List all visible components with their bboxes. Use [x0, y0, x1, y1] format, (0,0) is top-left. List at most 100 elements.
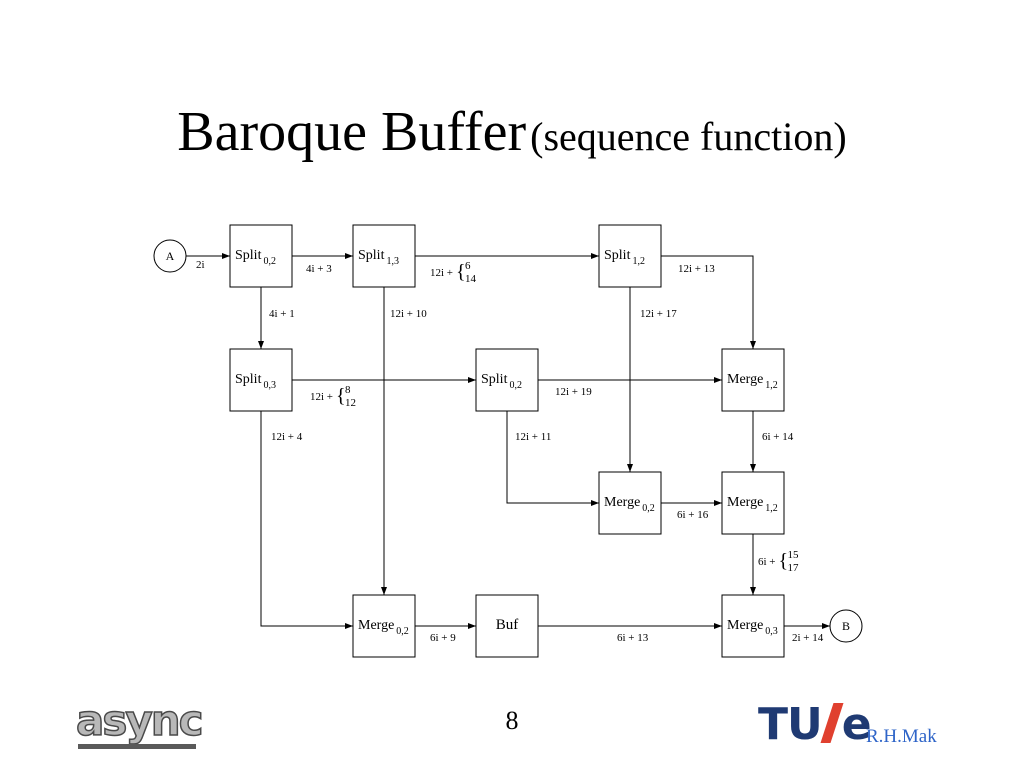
terminal-circle [153, 239, 187, 273]
node-box [352, 224, 416, 288]
node-subscript: 0,2 [509, 380, 522, 391]
slide-title-main: Baroque Buffer [177, 101, 527, 163]
edge-label-text: 12i + 13 [678, 263, 715, 275]
edge-label-text: 4i + 1 [269, 308, 295, 320]
author-name: R.H.Mak [866, 726, 937, 747]
edge-label-text: 2i + 14 [792, 632, 824, 644]
edge-label: 12i + 4 [271, 431, 303, 443]
node-name: Split [604, 248, 631, 263]
edge-label-option: 6 [465, 260, 471, 272]
edge-label-text: 12i + 10 [390, 308, 427, 320]
edge-label: 12i + 17 [640, 308, 677, 320]
edge-label-option: 15 [788, 549, 800, 561]
async-logo: async [75, 697, 204, 750]
edge-label-brace: { [779, 550, 789, 572]
node-name: Split [235, 248, 262, 263]
edge-label: 2i [196, 259, 205, 271]
page-number: 8 [505, 706, 519, 735]
node-name: Merge [604, 495, 640, 510]
edge-label-text: 12i + 11 [515, 431, 551, 443]
tue-logo-left: TU [758, 699, 823, 750]
node-box [721, 471, 785, 535]
async-logo-strip [78, 744, 196, 749]
slide-title: Baroque Buffer (sequence function) [0, 100, 1024, 164]
edge-label-text: 6i + 16 [677, 509, 709, 521]
edge-label-text: 12i + 17 [640, 308, 677, 320]
edge-label-brace: { [336, 385, 346, 407]
edge-label: 4i + 3 [306, 263, 332, 275]
node-name: Split [235, 372, 262, 387]
edge-label-text: 6i + 9 [430, 632, 456, 644]
edge-label: 12i + 11 [515, 431, 551, 443]
node-name: Merge [727, 372, 763, 387]
edge-label: 6i + 14 [762, 431, 794, 443]
node-subscript: 0,2 [263, 256, 276, 267]
edge-label: 6i + 13 [617, 632, 649, 644]
edge-label-text: 12i + 19 [555, 386, 592, 398]
slide-title-subtitle: (sequence function) [530, 114, 847, 159]
edge-label-option: 17 [788, 562, 800, 574]
edge-label: 12i +{812 [310, 384, 356, 409]
node-name: Merge [727, 495, 763, 510]
node-name: Merge [358, 618, 394, 633]
terminal-a: A [153, 239, 187, 273]
edge-label-text: 6i + 13 [617, 632, 649, 644]
edge-label-text: 6i + [758, 556, 776, 568]
edge-label: 6i + 16 [677, 509, 709, 521]
tue-logo-slash [820, 703, 844, 743]
node-name: Split [481, 372, 508, 387]
edge-split12-merge12a [661, 255, 756, 349]
edge-label-option: 12 [345, 397, 356, 409]
edge-label: 12i + 13 [678, 263, 715, 275]
node-subscript: 1,2 [765, 503, 778, 514]
edge-label: 12i +{614 [430, 260, 477, 285]
node-box [352, 594, 416, 658]
node-subscript: 1,2 [765, 380, 778, 391]
edge-label-text: 12i + [310, 391, 333, 403]
edge-label-option: 8 [345, 384, 351, 396]
edge-label-text: 12i + [430, 267, 453, 279]
terminal-circle [829, 609, 863, 643]
node-subscript: 0,2 [396, 626, 409, 637]
node-name: Split [358, 248, 385, 263]
node-name: Merge [727, 618, 763, 633]
node-box [475, 348, 539, 412]
async-logo-text: async [75, 696, 204, 745]
tue-logo-right: e [841, 699, 872, 750]
edge-label-text: 6i + 14 [762, 431, 794, 443]
node-box [598, 224, 662, 288]
edge-label-text: 2i [196, 259, 205, 271]
node-name: Buf [496, 617, 519, 633]
edge-split03-merge02b [260, 411, 353, 629]
edge-label: 6i + 9 [430, 632, 456, 644]
terminal-label: B [842, 619, 850, 633]
edge-label: 4i + 1 [269, 308, 295, 320]
node-subscript: 0,2 [642, 503, 655, 514]
node-box [721, 348, 785, 412]
edge-label: 2i + 14 [792, 632, 824, 644]
edge-label: 12i + 10 [390, 308, 427, 320]
node-subscript: 0,3 [263, 380, 276, 391]
edge-label-text: 12i + 4 [271, 431, 303, 443]
edge-label-text: 4i + 3 [306, 263, 332, 275]
node-box [229, 224, 293, 288]
node-subscript: 0,3 [765, 626, 778, 637]
terminal-label: A [166, 249, 175, 263]
edge-label-option: 14 [465, 273, 477, 285]
node-buf: Buf [475, 594, 539, 658]
node-box [229, 348, 293, 412]
edge-label-brace: { [456, 261, 466, 283]
node-subscript: 1,3 [386, 256, 399, 267]
edge-split02b-merge02a [506, 411, 599, 506]
node-box [475, 594, 539, 658]
tue-logo: TU e [758, 699, 872, 750]
